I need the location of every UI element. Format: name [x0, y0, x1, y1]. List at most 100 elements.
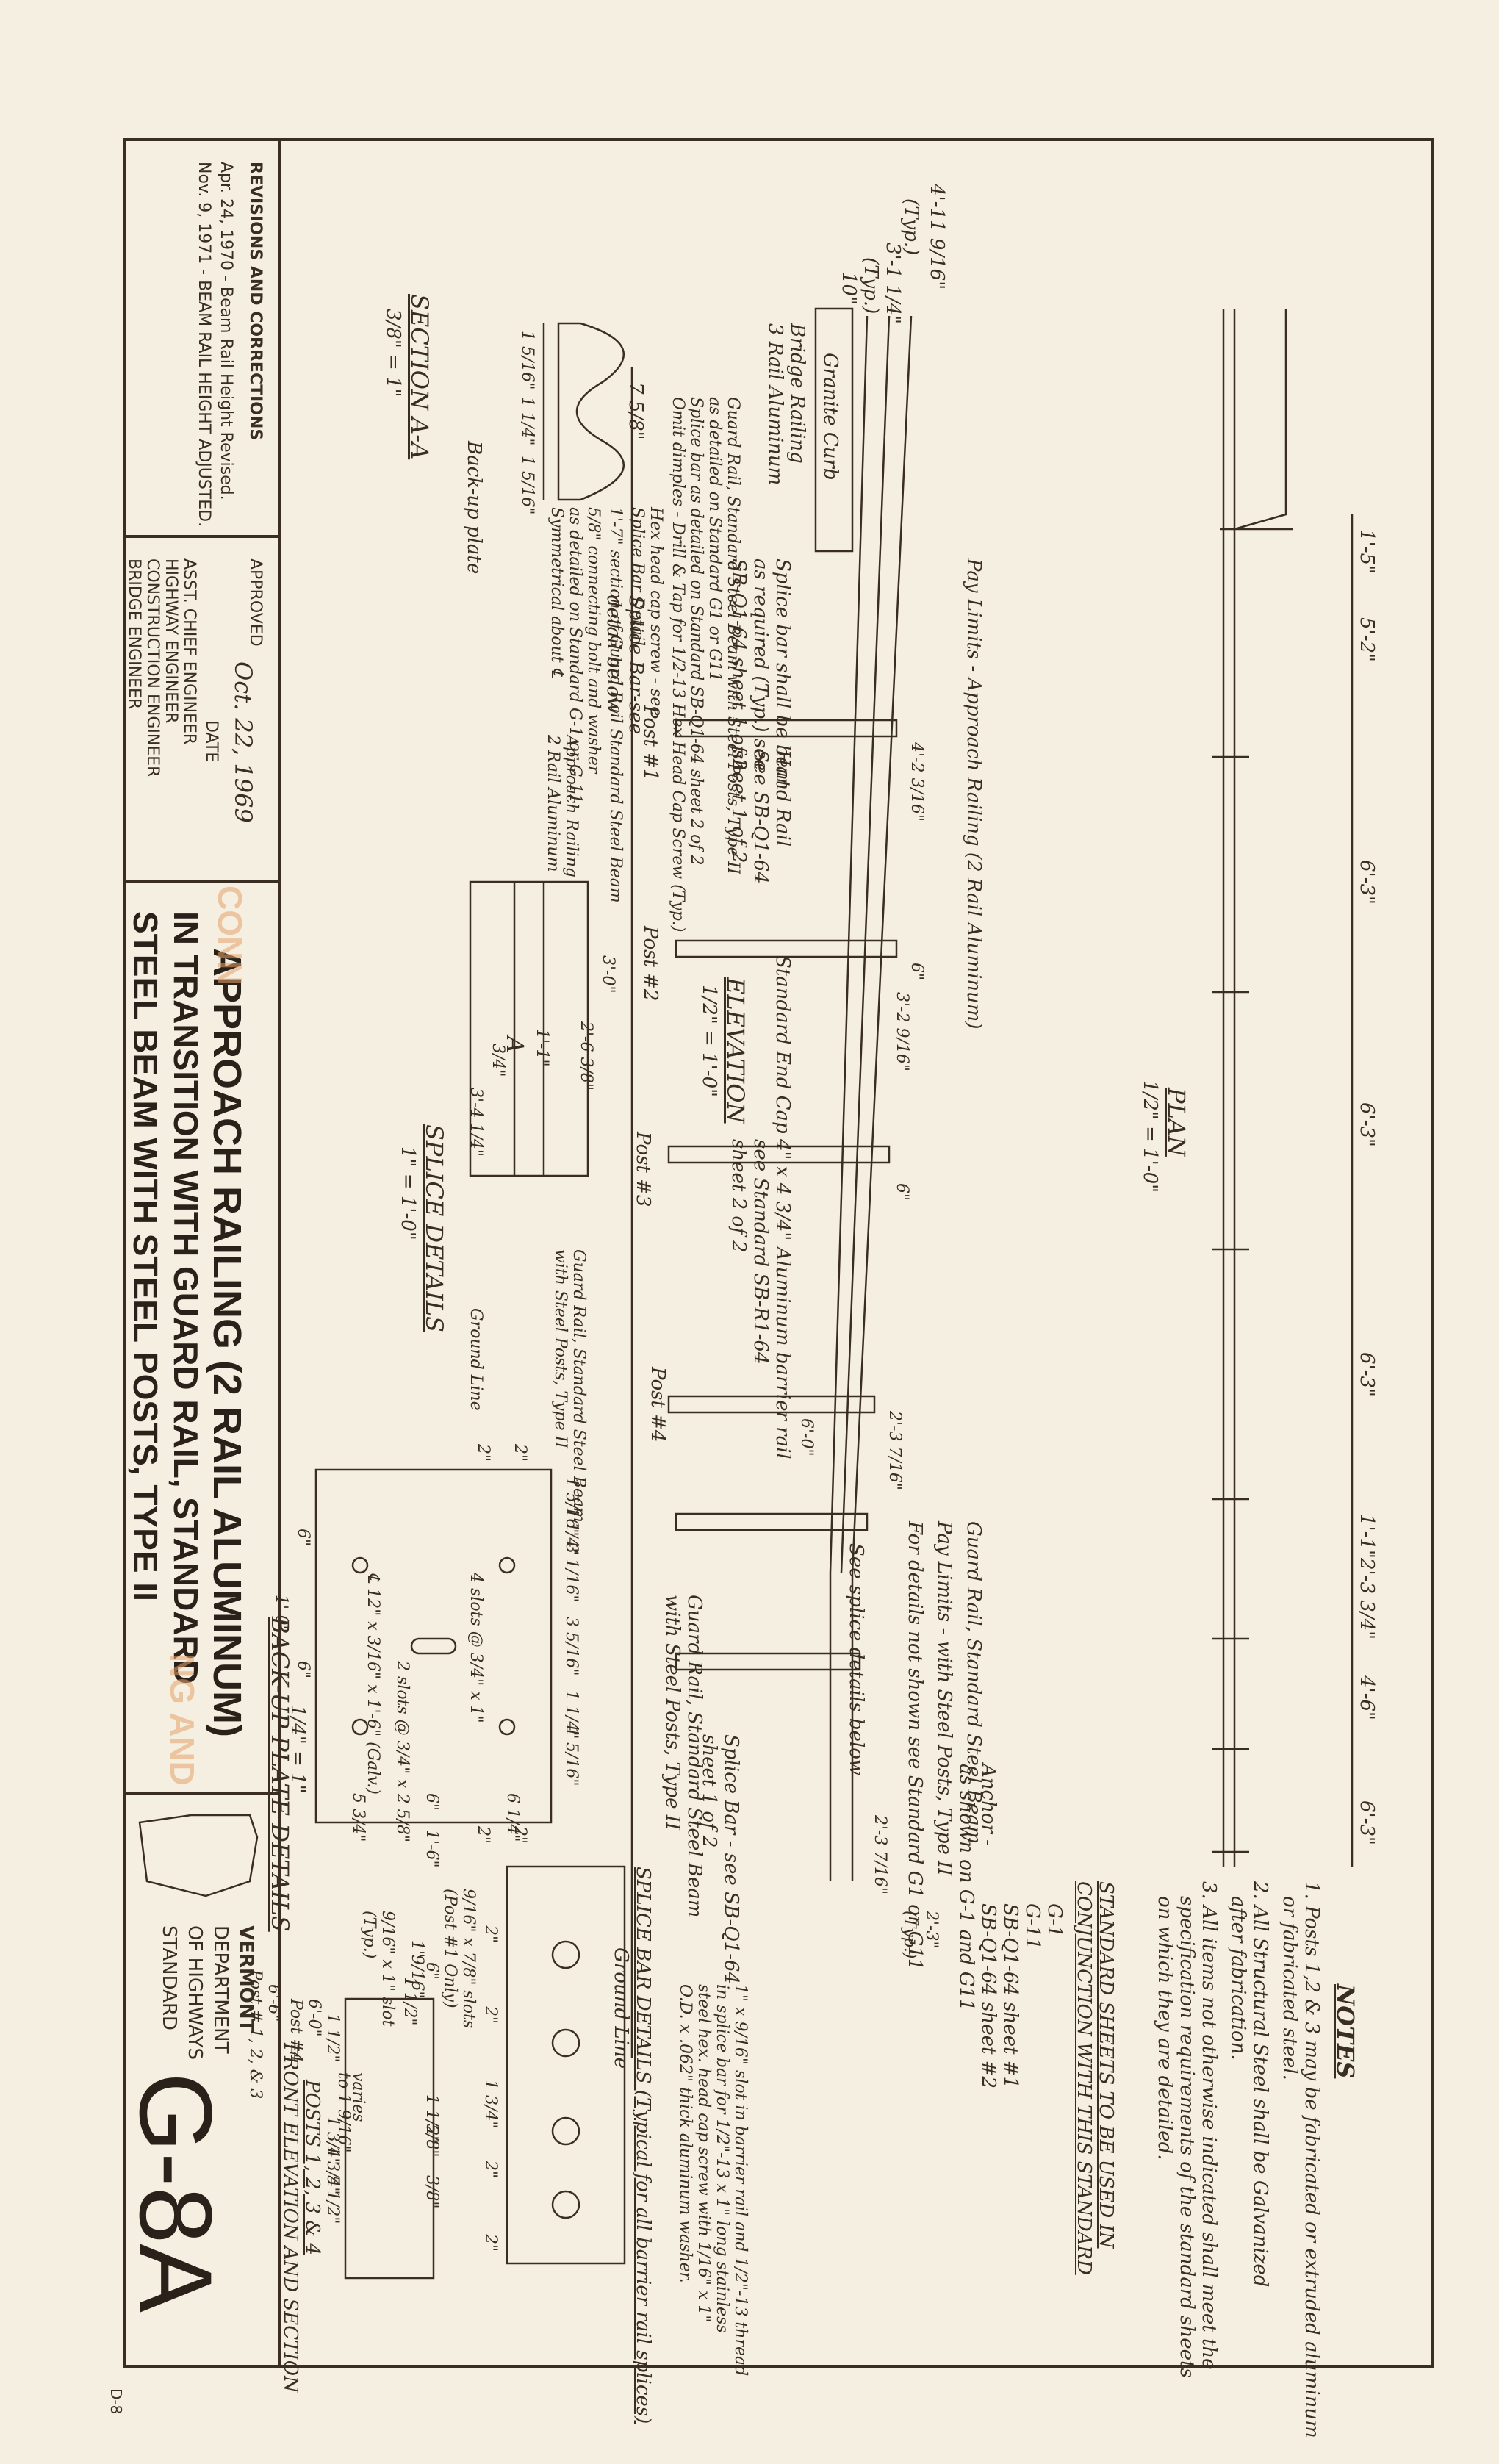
splice-bar-note-2: in splice bar for 1/2"-13 x 1" long stai… — [713, 1984, 731, 2333]
agency-line2: DEPARTMENT — [209, 1925, 231, 2054]
approved-label: APPROVED — [246, 558, 265, 647]
section-aa-beam — [557, 322, 625, 501]
splice-detail-outline — [469, 880, 589, 1177]
pay-limits-guard: Pay Limits - with Steel Posts, Type II — [933, 1521, 955, 1876]
granite-curb-label: Granite Curb — [819, 353, 841, 481]
std-sheet-item-4: SB-Q1-64 sheet #2 — [977, 1903, 999, 2089]
backup-dim-right2-1: 2" — [511, 1826, 529, 1845]
section-aa-dim-1: 1 5/16" — [518, 331, 536, 390]
posts-dim-8: 5/8" — [423, 2124, 441, 2158]
elev-dim-top1: 4'-11 9/16" — [926, 184, 948, 290]
title-faded-fragment2: NG AND — [163, 1653, 201, 1786]
elevation-rails — [814, 307, 913, 1881]
title-faded-fragment1: CONN — [211, 886, 249, 985]
elev-small-dim-9: (Typ.) — [900, 1911, 919, 1959]
pay-limits-approach: Pay Limits - Approach Railing (2 Rail Al… — [963, 558, 985, 1030]
note-1b: or fabricated steel. — [1279, 1896, 1301, 2080]
splice-ground-label: Ground Line — [467, 1308, 485, 1411]
revisions-heading: REVISIONS AND CORRECTIONS — [246, 162, 265, 441]
plan-scale: 1/2" = 1'-0" — [1139, 1080, 1161, 1193]
std-sheets-heading2: CONJUNCTION WITH THIS STANDARD — [1073, 1881, 1095, 2275]
splice-bar-sb-label2: sheet 1 of 2 — [698, 1734, 720, 1848]
backup-dim-left-1: 2" — [511, 1444, 529, 1462]
std-sheets-heading1: STANDARD SHEETS TO BE USED IN — [1095, 1881, 1117, 2249]
backup-dim-total-h: 1'-6" — [423, 1830, 441, 1868]
anchor-label: Anchor - — [977, 1764, 999, 1846]
section-aa-note-4: 1'-7" section of Guard Rail Standard Ste… — [606, 507, 625, 903]
signer-2: HIGHWAY ENGINEER — [162, 558, 180, 724]
posts-dim-15: 1 3/4" — [323, 2146, 342, 2195]
splice-bar-dim-2: 2" — [481, 2006, 500, 2025]
backup-dim-top-3: 3 1/16" — [562, 1543, 580, 1603]
section-aa-title: SECTION A-A — [406, 294, 434, 460]
backup-dim-right2-2: 2" — [474, 1826, 492, 1845]
plan-dim-4: 6'-3" — [1356, 1102, 1378, 1147]
splice-bar-sb-label: Splice Bar - see SB-Q1-64 — [720, 1734, 742, 1984]
sheet-corner-label: D-8 — [107, 2388, 125, 2415]
backup-plate-label: Back-up plate — [463, 441, 485, 575]
backup-dim-top-6: 1 5/16" — [562, 1727, 580, 1786]
plan-dim-6: 1'-1" — [1356, 1514, 1378, 1559]
splice-section-label: A — [501, 1036, 529, 1054]
splice-bar-note-3: steel hex. head cap screw with 1/16" x 1… — [694, 1984, 713, 2323]
elev-small-dim-2: 6" — [907, 963, 926, 981]
elevation-scale: 1/2" = 1'-0" — [698, 985, 720, 1098]
section-aa-width: 7 5/8" — [625, 382, 647, 440]
posts-dim-10: 3/8" — [423, 2175, 441, 2209]
elev-small-dim-7: 2'-3 7/16" — [871, 1815, 889, 1894]
post-3-label: Post #3 — [632, 1132, 654, 1207]
barrier-rail-label2: see Standard SB-R1-64 — [750, 1139, 772, 1365]
section-aa-note-2b: Omit dimples - Drill & Tap for 1/2-13 He… — [669, 397, 687, 933]
splice-bar-note-4: O.D. x .062" thick aluminum washer. — [676, 1984, 694, 2283]
sheet-border — [123, 138, 1434, 2368]
backup-dim-top-4: 3 5/16" — [562, 1617, 580, 1676]
backup-dim-bottom-3: 1'-0" — [272, 1595, 290, 1633]
section-aa-note-3: Hex head cap screw - see — [647, 507, 665, 716]
barrier-rail-label3: sheet 2 of 2 — [727, 1139, 750, 1253]
splice-guard-rail-label2: with Steel Posts, Type II — [551, 1249, 569, 1448]
std-end-cap-label: Standard End Cap — [772, 955, 794, 1134]
anchor-label2: as shown on G-1 and G11 — [955, 1764, 977, 2011]
section-aa-note-5: 5/8" connecting bolt and washer — [584, 507, 603, 774]
backup-note-2: 2 slots @ 3/4" x 2 5/8" — [393, 1661, 411, 1843]
ground-line-label: Ground Line — [610, 1947, 632, 2069]
elev-small-dim-1: 4'-2 3/16" — [907, 742, 926, 822]
plan-dim-7: 2'-3 3/4" — [1356, 1558, 1378, 1640]
splice-bar-dim-1: 2" — [481, 1925, 500, 1944]
elevation-posts — [667, 719, 898, 1671]
elev-small-dim-5: 2'-3 7/16" — [885, 1411, 904, 1490]
elevation-title: ELEVATION — [722, 977, 750, 1124]
std-sheet-item-2: G-11 — [1021, 1903, 1043, 1950]
backup-note-3: ℄ 12" x 3/16" x 1'-6" (Galv.) — [364, 1573, 382, 1795]
section-aa-note-1b: as detailed on Standard G1 or G11 — [705, 397, 724, 682]
approval-date: Oct. 22, 1969 — [229, 661, 257, 823]
splice-bar-title: SPLICE BAR DETAILS (Typical for all barr… — [632, 1867, 654, 2424]
post-1-label: Post #1 — [639, 705, 661, 781]
splice-details-title: SPLICE DETAILS — [420, 1124, 448, 1332]
posts-detail-subtitle: FRONT ELEVATION AND SECTION — [279, 2043, 301, 2393]
std-sheet-item-1: G-1 — [1043, 1903, 1065, 1938]
std-sheet-item-3: SB-Q1-64 sheet #1 — [999, 1903, 1021, 2089]
note-2a: 2. All Structural Steel shall be Galvani… — [1249, 1881, 1271, 2288]
signer-3: CONSTRUCTION ENGINEER — [143, 558, 162, 777]
backup-note-1: 4 slots @ 3/4" x 1" — [467, 1573, 485, 1723]
plan-dim-9: 6'-3" — [1356, 1800, 1378, 1845]
splice-bar-bent-2: as required (Typ.) see — [750, 558, 772, 771]
bridge-railing-label2: 3 Rail Aluminum — [764, 323, 786, 486]
elev-small-dim-4: 6" — [893, 1183, 911, 1202]
note-3a: 3. All items not otherwise indicated sha… — [1198, 1881, 1220, 2370]
posts-dim-17: Post #4 — [287, 1999, 305, 2063]
splice-dim-2-6: 2'-6 3/8" — [577, 1021, 595, 1091]
elev-dim-top2: 3'-1 1/4" — [882, 243, 904, 325]
note-1a: 1. Posts 1,2 & 3 may be fabricated or ex… — [1301, 1881, 1323, 2438]
backup-plate-outline — [314, 1468, 553, 1824]
section-aa-scale: 3/8" = 1" — [382, 309, 404, 398]
plan-dim-5: 6'-3" — [1356, 1352, 1378, 1397]
posts-dim-16: 6'-0" — [305, 1999, 323, 2037]
note-3c: on which they are detailed. — [1154, 1896, 1176, 2161]
elev-dim-10: 10" — [838, 272, 860, 306]
section-aa-dim-3: 1 5/16" — [518, 456, 536, 515]
revision-entry2: Nov. 9, 1971 - BEAM RAIL HEIGHT ADJUSTED… — [195, 162, 213, 528]
